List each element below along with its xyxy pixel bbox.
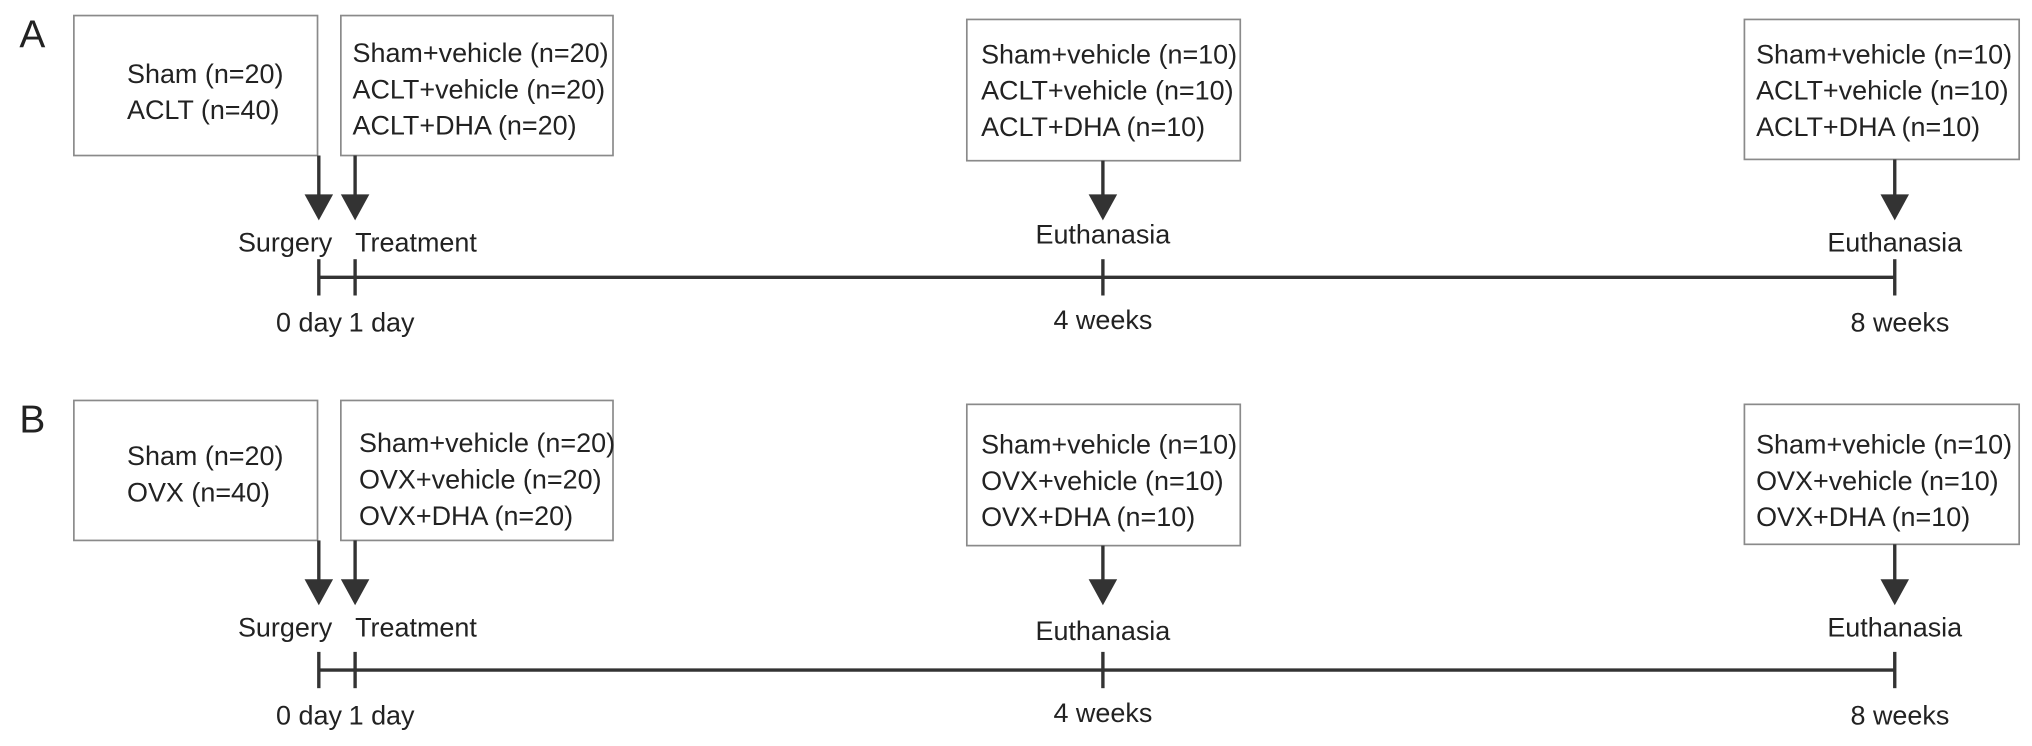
group-label: ACLT+vehicle (n=20) — [353, 74, 606, 104]
surgery-groups-box: Sham (n=20) ACLT (n=40) — [73, 14, 319, 157]
timepoint-week4: 4 weeks — [1053, 698, 1152, 728]
group-label: Sham+vehicle (n=10) — [1756, 430, 2012, 460]
group-label: Sham (n=20) — [127, 441, 283, 471]
group-label: Sham+vehicle (n=20) — [353, 38, 609, 68]
event-surgery: Surgery — [238, 612, 333, 642]
timepoint-day0: 0 day — [276, 700, 342, 730]
event-euthanasia-4w: Euthanasia — [1035, 220, 1170, 250]
surgery-groups-box: Sham (n=20) OVX (n=40) — [73, 399, 319, 542]
week8-groups-box: Sham+vehicle (n=10) ACLT+vehicle (n=10) AC… — [1743, 18, 2021, 161]
timepoint-day1: 1 day — [349, 308, 415, 338]
group-label: OVX+vehicle (n=20) — [359, 465, 602, 495]
down-arrow — [304, 540, 334, 606]
group-label: Sham+vehicle (n=10) — [981, 39, 1237, 69]
week4-groups-box: Sham+vehicle (n=10) OVX+vehicle (n=10) OVX… — [965, 403, 1242, 547]
group-label: ACLT+DHA (n=10) — [1756, 112, 1980, 142]
event-treatment: Treatment — [355, 227, 477, 257]
down-arrow — [340, 540, 370, 606]
down-arrow — [1880, 544, 1910, 606]
down-arrow — [340, 155, 370, 221]
timepoint-week4: 4 weeks — [1053, 305, 1152, 335]
group-label: Sham+vehicle (n=10) — [981, 430, 1237, 460]
group-label: ACLT+vehicle (n=10) — [1756, 76, 2009, 106]
week8-groups-box: Sham+vehicle (n=10) OVX+vehicle (n=10) OVX… — [1743, 403, 2021, 546]
group-label: ACLT+DHA (n=20) — [353, 111, 577, 141]
timepoint-day0: 0 day — [276, 308, 342, 338]
group-label: ACLT+vehicle (n=10) — [981, 76, 1234, 106]
treatment-groups-box: Sham+vehicle (n=20) ACLT+vehicle (n=20) AC… — [340, 14, 614, 157]
timeline-axis — [317, 651, 1897, 689]
panel-a: A Sham (n=20) ACLT (n=40) Sham+vehicle (n=2… — [19, 13, 2021, 338]
timepoint-day1: 1 day — [349, 700, 415, 730]
event-surgery: Surgery — [238, 227, 333, 257]
panel-label: B — [19, 398, 45, 441]
group-label: ACLT (n=40) — [127, 95, 279, 125]
timepoint-week8: 8 weeks — [1851, 308, 1950, 338]
group-label: ACLT+DHA (n=10) — [981, 112, 1205, 142]
timeline-axis — [317, 259, 1897, 296]
treatment-groups-box: Sham+vehicle (n=20) OVX+vehicle (n=20) OVX… — [340, 399, 615, 542]
down-arrow — [1880, 159, 1910, 221]
group-label: Sham+vehicle (n=10) — [1756, 39, 2012, 69]
event-euthanasia-8w: Euthanasia — [1827, 227, 1962, 257]
group-label: OVX+DHA (n=10) — [981, 502, 1195, 532]
down-arrow — [1088, 160, 1118, 221]
group-label: OVX+vehicle (n=10) — [1756, 466, 1999, 496]
down-arrow — [1088, 545, 1118, 606]
panel-b: B Sham (n=20) OVX (n=40) Sham+vehicle (n=20… — [19, 398, 2021, 730]
event-euthanasia-4w: Euthanasia — [1035, 616, 1170, 646]
event-euthanasia-8w: Euthanasia — [1827, 612, 1962, 642]
group-label: OVX+DHA (n=20) — [359, 501, 573, 531]
down-arrow — [304, 155, 334, 221]
group-label: OVX+DHA (n=10) — [1756, 502, 1970, 532]
group-label: Sham+vehicle (n=20) — [359, 428, 615, 458]
group-label: OVX (n=40) — [127, 477, 270, 507]
timepoint-week8: 8 weeks — [1851, 700, 1950, 730]
event-treatment: Treatment — [355, 612, 477, 642]
group-label: Sham (n=20) — [127, 59, 283, 89]
week4-groups-box: Sham+vehicle (n=10) ACLT+vehicle (n=10) AC… — [965, 18, 1242, 162]
panel-label: A — [19, 13, 45, 56]
group-label: OVX+vehicle (n=10) — [981, 466, 1224, 496]
